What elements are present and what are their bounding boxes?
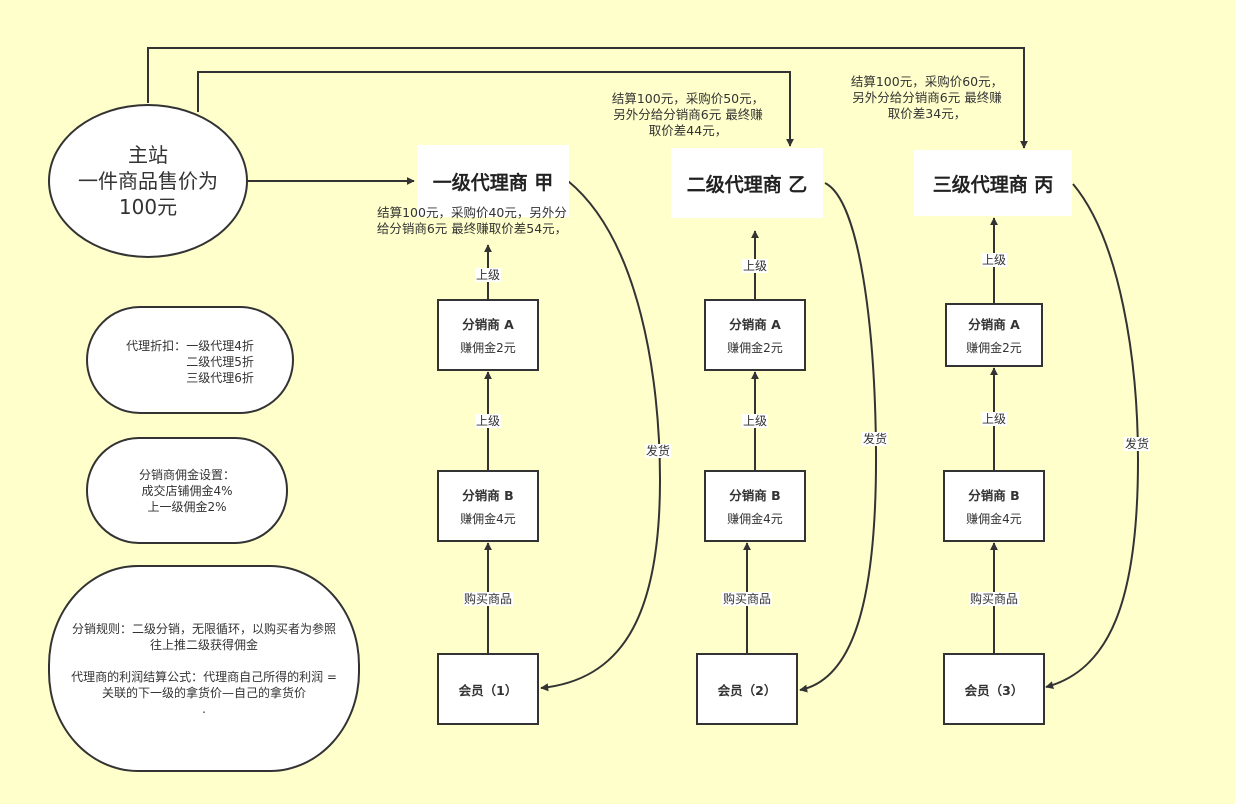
col1-member[interactable]: 会员（1） [437, 653, 539, 725]
col2-buy-label: 购买商品 [721, 592, 773, 606]
col3-distributor-b[interactable]: 分销商 B 赚佣金4元 [943, 470, 1045, 542]
agent-3-note-line-3: 取价差34元， [887, 106, 967, 121]
edge-main-to-agent3 [147, 47, 1028, 149]
col1-distributor-b-title: 分销商 B [462, 488, 514, 503]
col3-distributor-b-title: 分销商 B [968, 488, 1020, 503]
col1-buy-label: 购买商品 [462, 592, 514, 606]
edge-main-to-agent2 [197, 71, 794, 147]
col1-distributor-b-commission: 赚佣金4元 [460, 512, 516, 526]
col1-ship-label: 发货 [644, 444, 672, 458]
col2-member[interactable]: 会员（2） [696, 653, 798, 725]
agent-2-note-line-1: 结算100元，采购价50元， [611, 91, 765, 106]
col2-upper-label-2: 上级 [741, 414, 769, 428]
main-site-line-3: 100元 [118, 195, 178, 219]
col3-distributor-a-title: 分销商 A [968, 317, 1020, 332]
agent-3-title: 三级代理商 丙 [932, 173, 1054, 196]
col3-buy-label: 购买商品 [968, 592, 1020, 606]
col1-distributor-a-title: 分销商 A [462, 317, 514, 332]
col3-distributor-a[interactable]: 分销商 A 赚佣金2元 [945, 303, 1043, 367]
rules-line-1: 分销规则：二级分销，无限循环，以购买者为参照 [71, 621, 336, 636]
agent-1-note: 结算100元，采购价40元，另外分 给分销商6元 最终赚取价差54元， [364, 205, 580, 237]
discount-item-2: 二级代理5折 [186, 355, 254, 369]
agent-node-1[interactable]: 一级代理商 甲 [417, 145, 569, 217]
edge-col1-ship [540, 180, 662, 692]
commission-line-3: 上一级佣金2% [147, 499, 227, 514]
col2-distributor-a-commission: 赚佣金2元 [727, 341, 783, 355]
col2-distributor-b[interactable]: 分销商 B 赚佣金4元 [704, 470, 806, 542]
commission-line-1: 分销商佣金设置： [138, 467, 235, 482]
col3-ship-label: 发货 [1123, 437, 1151, 451]
col3-upper-label-2: 上级 [980, 412, 1008, 426]
col1-distributor-a[interactable]: 分销商 A 赚佣金2元 [437, 299, 539, 371]
agent-node-3[interactable]: 三级代理商 丙 [914, 150, 1072, 216]
main-site-line-2: 一件商品售价为 [78, 169, 218, 193]
col2-member-title: 会员（2） [717, 682, 777, 698]
rules-box[interactable]: 分销规则：二级分销，无限循环，以购买者为参照 往上推二级获得佣金 代理商的利润结… [48, 565, 360, 772]
main-site-line-1: 主站 [128, 143, 168, 167]
col2-distributor-b-title: 分销商 B [729, 488, 781, 503]
discount-box[interactable]: 代理折扣： 一级代理4折 二级代理5折 三级代理6折 [86, 306, 294, 414]
rules-line-4: 代理商的利润结算公式：代理商自己所得的利润 = [71, 669, 337, 684]
agent-3-note: 结算100元，采购价60元， 另外分给分销商6元 最终赚 取价差34元， [837, 74, 1017, 122]
agent-2-title: 二级代理商 乙 [686, 173, 808, 196]
agent-2-note-line-3: 取价差44元， [648, 123, 728, 138]
col2-distributor-a-title: 分销商 A [729, 317, 781, 332]
main-site-node[interactable]: 主站 一件商品售价为 100元 [48, 104, 248, 258]
col3-member-title: 会员（3） [964, 682, 1024, 698]
agent-node-2[interactable]: 二级代理商 乙 [671, 148, 823, 218]
agent-2-note-line-2: 另外分给分销商6元 最终赚 [613, 107, 763, 122]
col1-upper-label-1: 上级 [474, 268, 502, 282]
col2-distributor-b-commission: 赚佣金4元 [727, 512, 783, 526]
edge-col3-ship [1045, 183, 1140, 690]
discount-label: 代理折扣： [126, 339, 187, 353]
col1-upper-label-2: 上级 [474, 414, 502, 428]
col3-distributor-b-commission: 赚佣金4元 [966, 512, 1022, 526]
commission-box[interactable]: 分销商佣金设置： 成交店铺佣金4% 上一级佣金2% [86, 437, 288, 544]
col1-member-title: 会员（1） [458, 682, 518, 698]
rules-line-5: 关联的下一级的拿货价—自己的拿货价 [101, 685, 306, 700]
col2-distributor-a[interactable]: 分销商 A 赚佣金2元 [704, 299, 806, 371]
edge-col2-ship [799, 182, 878, 693]
agent-3-note-line-2: 另外分给分销商6元 最终赚 [852, 90, 1002, 105]
rules-line-6: . [202, 701, 206, 716]
col2-upper-label-1: 上级 [741, 259, 769, 273]
discount-list: 一级代理4折 二级代理5折 三级代理6折 [186, 338, 254, 386]
agent-1-title: 一级代理商 甲 [432, 171, 554, 194]
agent-2-note: 结算100元，采购价50元， 另外分给分销商6元 最终赚 取价差44元， [598, 91, 778, 139]
col3-upper-label-1: 上级 [980, 253, 1008, 267]
discount-item-1: 一级代理4折 [186, 339, 254, 353]
col1-distributor-b[interactable]: 分销商 B 赚佣金4元 [437, 470, 539, 542]
commission-line-2: 成交店铺佣金4% [141, 483, 233, 498]
agent-1-note-line-1: 结算100元，采购价40元，另外分 [377, 205, 567, 220]
col3-distributor-a-commission: 赚佣金2元 [966, 341, 1022, 355]
col2-ship-label: 发货 [861, 432, 889, 446]
col3-member[interactable]: 会员（3） [943, 653, 1045, 725]
rules-line-2: 往上推二级获得佣金 [149, 637, 258, 652]
col1-distributor-a-commission: 赚佣金2元 [460, 341, 516, 355]
discount-item-3: 三级代理6折 [186, 371, 254, 385]
agent-1-note-line-2: 给分销商6元 最终赚取价差54元， [376, 221, 568, 236]
agent-3-note-line-1: 结算100元，采购价60元， [850, 74, 1004, 89]
